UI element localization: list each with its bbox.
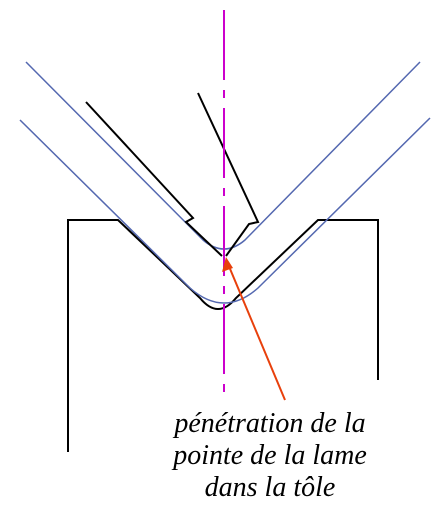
sheet-outer-contour xyxy=(19,117,431,304)
pointer-arrowhead xyxy=(222,257,233,272)
caption-line-3: dans la tôle xyxy=(204,472,336,503)
pointer-arrow-line xyxy=(227,263,286,401)
blade-right-flank xyxy=(197,92,260,257)
caption-line-1: pénétration de la xyxy=(174,408,366,439)
penetration-caption: pénétration de la pointe de la lame dans… xyxy=(130,408,410,504)
caption-line-2: pointe de la lame xyxy=(173,440,367,471)
blade-left-flank xyxy=(85,101,223,257)
die-outline xyxy=(67,219,379,452)
